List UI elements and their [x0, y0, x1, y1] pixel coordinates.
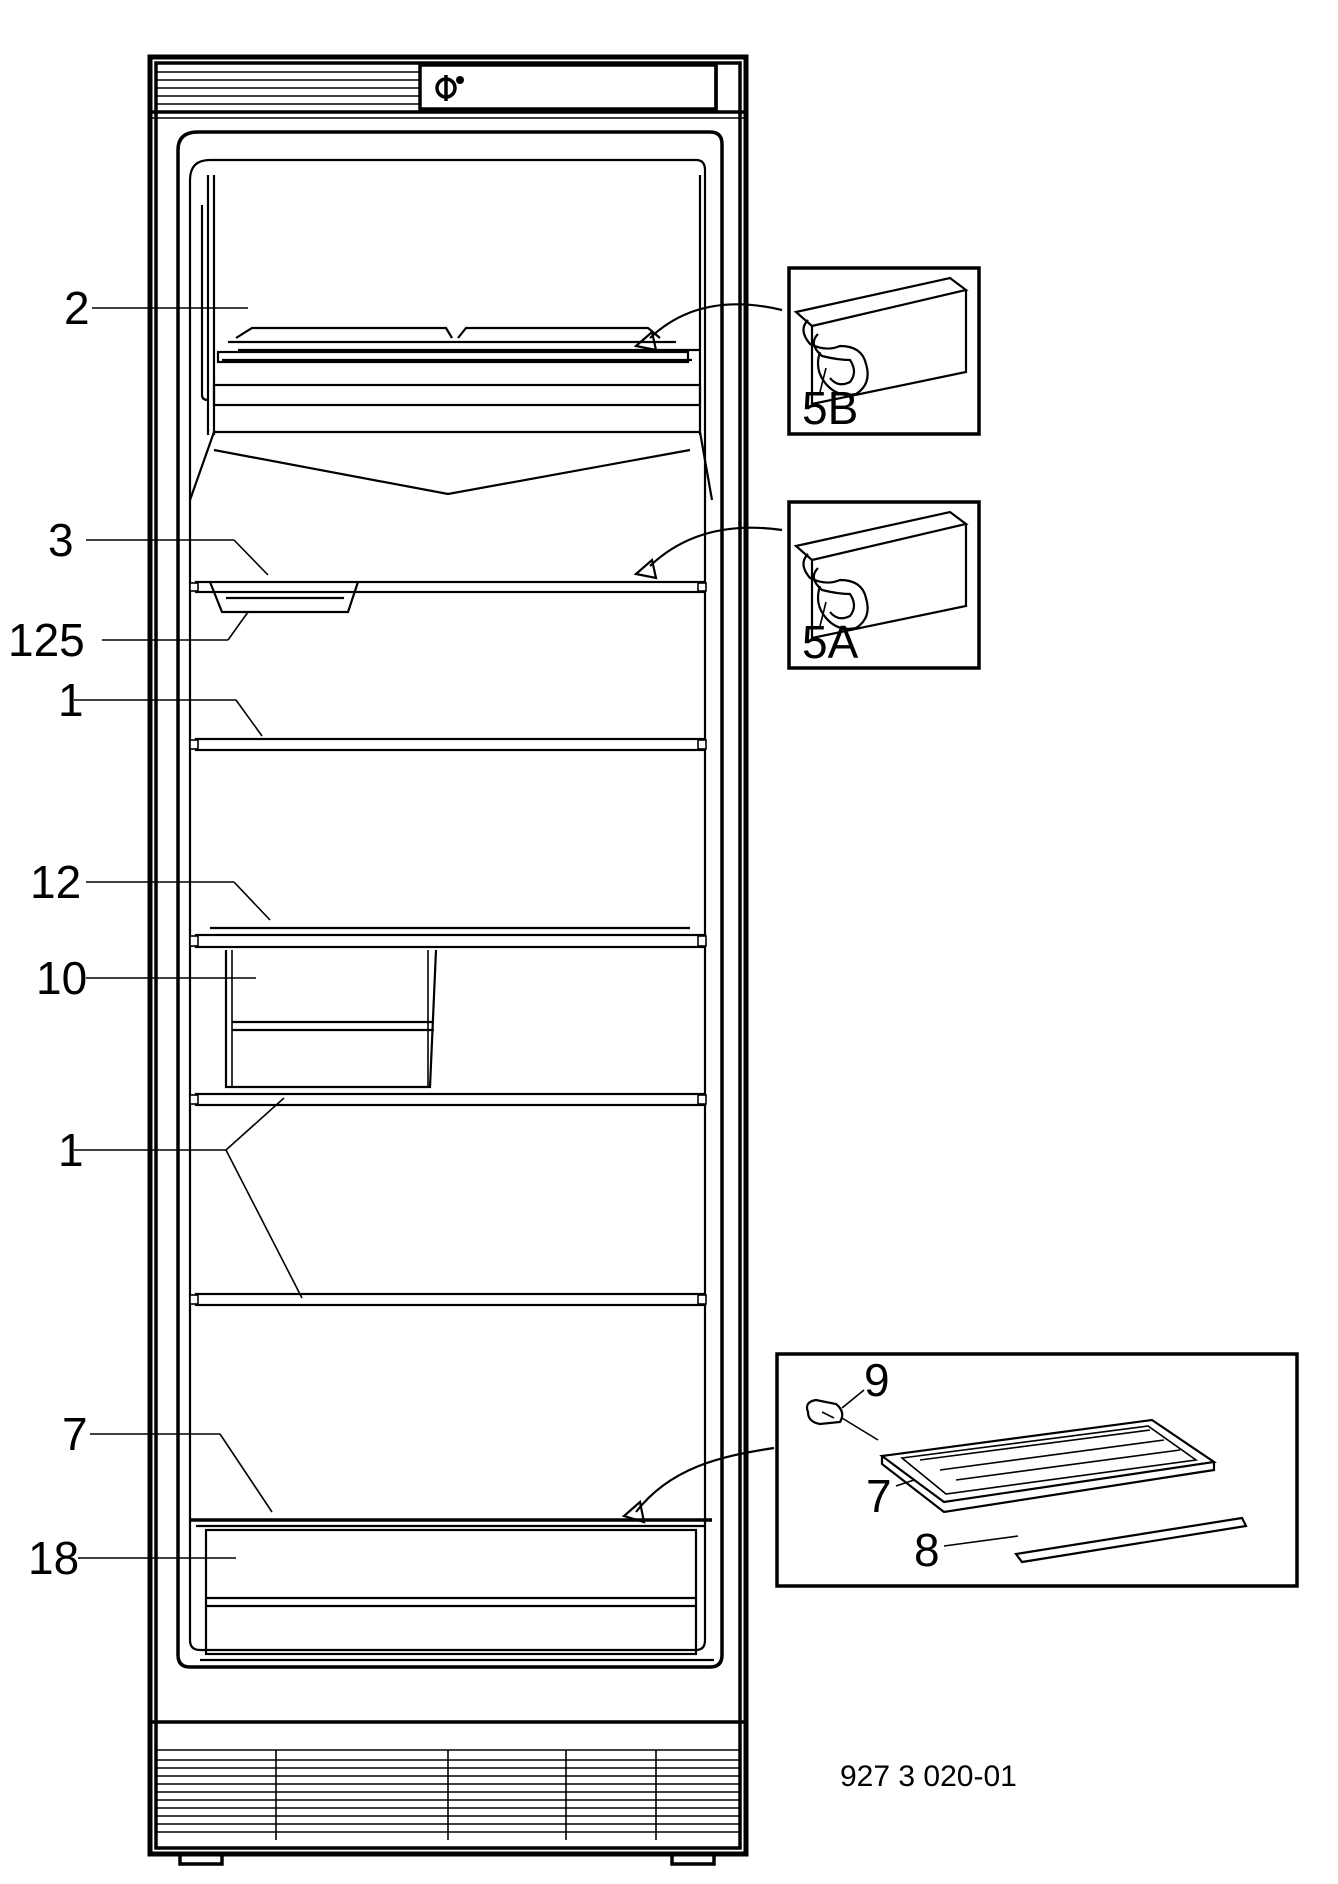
ventilation-grille — [150, 1720, 746, 1866]
crisper-cover-7 — [190, 1518, 712, 1528]
thermostat-icon — [435, 75, 464, 101]
callout-12: 12 — [30, 856, 81, 908]
callout-2: 2 — [64, 282, 90, 334]
drawing-code: 927 3 020-01 — [840, 1760, 1017, 1793]
callout-1-lower: 1 — [58, 1124, 84, 1176]
refrigerator-cabinet — [147, 54, 749, 1866]
clip-label: 9 — [864, 1354, 890, 1406]
drawer-10 — [224, 949, 438, 1089]
callout-18: 18 — [28, 1532, 79, 1584]
shelf-12 — [189, 926, 707, 949]
gasket-5a-label: 5A — [802, 616, 859, 668]
glass-label: 7 — [866, 1470, 892, 1522]
trim-label: 8 — [914, 1524, 940, 1576]
callout-labels: 2 3 125 1 12 10 1 7 18 — [8, 282, 90, 1584]
ice-tray-shelf — [216, 326, 690, 364]
shelf-3 — [189, 580, 707, 614]
shelf-1-top — [189, 737, 707, 752]
detail-glass-shelf: 9 7 8 — [621, 1352, 1299, 1588]
gasket-5b-label: 5B — [802, 382, 858, 434]
shelf-1-lower — [189, 1292, 707, 1307]
shelf-clip-icon — [805, 1398, 844, 1426]
shelf-1-middle — [189, 1092, 707, 1107]
detail-gasket-5b: 5B — [633, 266, 981, 436]
callout-10: 10 — [36, 952, 87, 1004]
freezer-compartment — [188, 175, 714, 501]
crisper-drawer-18 — [204, 1528, 698, 1656]
callout-125: 125 — [8, 614, 85, 666]
callout-7: 7 — [62, 1408, 88, 1460]
control-panel — [150, 63, 746, 119]
leader-lines — [74, 307, 303, 1559]
detail-gasket-5a: 5A — [633, 500, 981, 670]
callout-1-top: 1 — [58, 674, 84, 726]
callout-3: 3 — [48, 514, 74, 566]
